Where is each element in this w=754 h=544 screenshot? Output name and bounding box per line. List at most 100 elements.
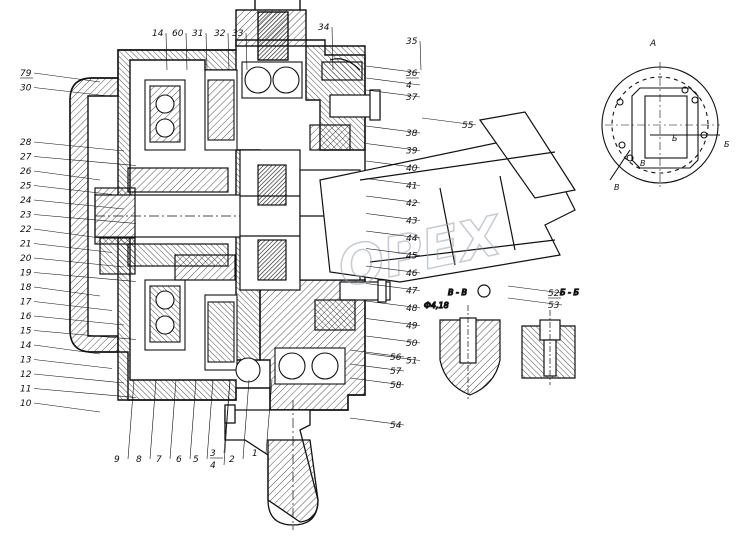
callout-right-43-leader bbox=[365, 213, 421, 221]
callout-right-57-leader bbox=[349, 363, 405, 372]
callout-right-47-leader bbox=[365, 283, 421, 291]
callout-right-4: 4 bbox=[406, 81, 412, 91]
callout-right-56: 56 bbox=[390, 353, 402, 363]
callout-right-40-leader bbox=[365, 160, 421, 169]
callout-right-40: 40 bbox=[406, 164, 418, 174]
callout-right-55-leader bbox=[421, 117, 477, 126]
callout-top-32: 32 bbox=[214, 29, 226, 39]
callout-left-18-leader bbox=[33, 286, 101, 297]
callout-right-55: 55 bbox=[462, 121, 474, 131]
callout-right-48-leader bbox=[365, 300, 421, 309]
callout-right-57: 57 bbox=[390, 367, 402, 377]
callout-right-50-leader bbox=[365, 335, 421, 344]
callout-right-50: 50 bbox=[406, 339, 418, 349]
callout-left-19: 19 bbox=[20, 269, 32, 279]
callout-top-14: 14 bbox=[152, 29, 164, 39]
callout-top-35-leader bbox=[419, 40, 422, 71]
callout-right-38-leader bbox=[365, 125, 421, 134]
callout-top-14-leader bbox=[165, 32, 168, 71]
section-label-vv: В - В bbox=[448, 288, 467, 297]
callout-left-26-leader bbox=[33, 170, 101, 181]
mounting-foot bbox=[224, 400, 319, 530]
callout-right-36: 36 bbox=[406, 69, 418, 79]
callout-left-19-leader bbox=[33, 272, 137, 282]
callout-left-24: 24 bbox=[20, 196, 32, 206]
callout-bottom-1-leader bbox=[265, 379, 273, 454]
callout-left-15-leader bbox=[33, 330, 137, 340]
view-a-mark-v2: В bbox=[614, 183, 620, 192]
callout-bottom-5-leader bbox=[206, 379, 214, 460]
callout-right-46-leader bbox=[365, 265, 421, 274]
callout-right-56-leader bbox=[349, 349, 405, 358]
callout-top-34-leader bbox=[331, 26, 334, 71]
callout-left-25-leader bbox=[33, 185, 113, 195]
callout-top-60: 60 bbox=[172, 29, 184, 39]
callout-bottom-7-leader bbox=[169, 379, 177, 460]
callout-left-17-leader bbox=[33, 301, 113, 311]
callout-right-37: 37 bbox=[406, 93, 418, 103]
callout-right-49-leader bbox=[365, 318, 421, 326]
callout-right-44-leader bbox=[365, 230, 421, 239]
callout-labels: 7930282726252423222120191817161514131211… bbox=[20, 23, 563, 471]
callout-left-10: 10 bbox=[20, 399, 32, 409]
callout-left-27-leader bbox=[33, 156, 137, 166]
callout-bottom-8: 8 bbox=[136, 455, 142, 465]
callout-left-11-leader bbox=[33, 388, 137, 398]
callout-left-15: 15 bbox=[20, 327, 32, 337]
callout-left-16: 16 bbox=[20, 312, 32, 322]
callout-bottom-4-leader bbox=[223, 379, 231, 466]
callout-left-27: 27 bbox=[20, 153, 32, 163]
callout-right-51: 51 bbox=[406, 357, 417, 367]
callout-bottom-2: 2 bbox=[229, 455, 235, 465]
callout-left-16-leader bbox=[33, 315, 125, 326]
callout-bottom-5: 5 bbox=[193, 455, 199, 465]
callout-bottom-7: 7 bbox=[156, 455, 162, 465]
callout-left-30-leader bbox=[33, 87, 113, 97]
dimension-note: Ф4,18 bbox=[424, 301, 449, 310]
callout-left-23: 23 bbox=[20, 211, 32, 221]
callout-bottom-8-leader bbox=[149, 379, 157, 460]
callout-right-44: 44 bbox=[406, 234, 418, 244]
callout-right-53-leader bbox=[507, 297, 563, 306]
callout-left-21-leader bbox=[33, 243, 113, 253]
callout-left-12: 12 bbox=[20, 370, 32, 380]
callout-left-28: 28 bbox=[20, 138, 32, 148]
callout-right-41: 41 bbox=[406, 182, 417, 192]
callout-right-52-leader bbox=[507, 285, 563, 294]
callout-left-79: 79 bbox=[20, 69, 32, 79]
callout-right-54-leader bbox=[349, 417, 405, 426]
callout-left-13-leader bbox=[33, 359, 113, 369]
callout-right-51-leader bbox=[365, 353, 421, 361]
callout-left-21: 21 bbox=[20, 240, 31, 250]
callout-top-31-leader bbox=[205, 32, 208, 71]
callout-right-53: 53 bbox=[548, 301, 560, 311]
callout-bottom-6: 6 bbox=[176, 455, 182, 465]
bearings bbox=[144, 61, 346, 385]
callout-right-47: 47 bbox=[406, 287, 418, 297]
callout-left-22-leader bbox=[33, 228, 101, 239]
view-a-mark-v1: В bbox=[640, 159, 646, 168]
view-a-label: А bbox=[649, 39, 656, 49]
view-a-mark-b1: Б bbox=[672, 134, 678, 143]
callout-right-49: 49 bbox=[406, 322, 418, 332]
callout-top-35: 35 bbox=[406, 37, 418, 47]
callout-left-17: 17 bbox=[20, 298, 32, 308]
callout-left-79-leader bbox=[33, 72, 101, 83]
callout-top-60-leader bbox=[185, 32, 188, 71]
callout-right-39: 39 bbox=[406, 147, 418, 157]
callout-right-46: 46 bbox=[406, 269, 418, 279]
section-detail-left: В - В Ф4,18 bbox=[423, 284, 501, 400]
section-detail-right: Б - Б bbox=[521, 287, 580, 385]
callout-right-37-leader bbox=[365, 89, 421, 98]
callout-top-33: 33 bbox=[232, 29, 244, 39]
callout-left-13: 13 bbox=[20, 356, 32, 366]
callout-bottom-4: 4 bbox=[210, 461, 216, 471]
callout-right-39-leader bbox=[365, 143, 421, 151]
callout-bottom-1: 1 bbox=[252, 449, 258, 459]
callout-left-28-leader bbox=[33, 141, 125, 152]
callout-right-45: 45 bbox=[406, 252, 418, 262]
callout-left-20: 20 bbox=[20, 254, 32, 264]
callout-bottom-3: 3 bbox=[210, 449, 216, 459]
